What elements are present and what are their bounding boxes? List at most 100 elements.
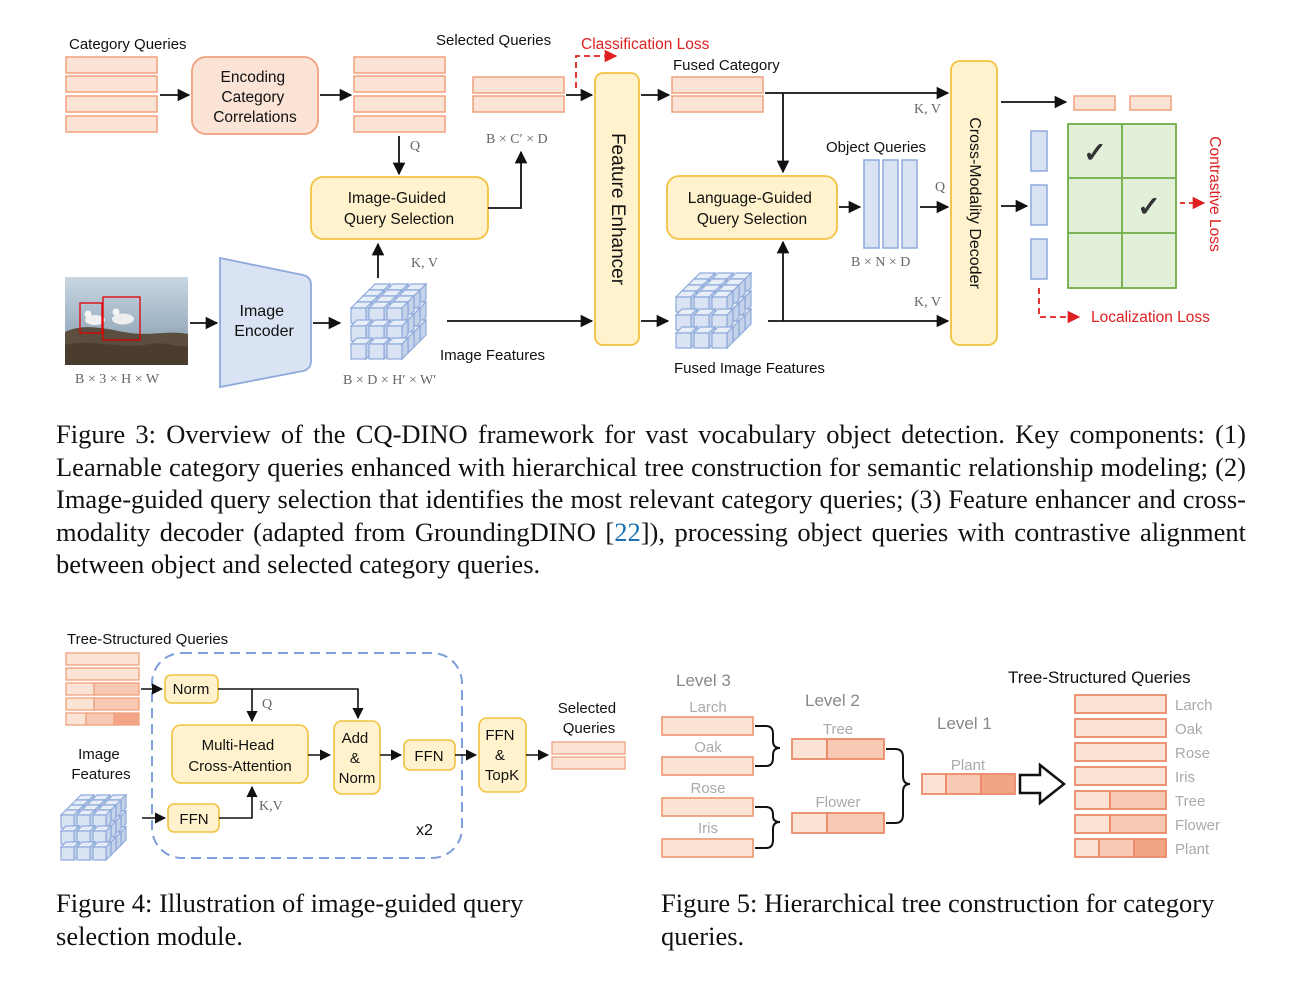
- fused-image-features-label: Fused Image Features: [674, 360, 825, 377]
- kv-label-bottom: K, V: [914, 295, 941, 310]
- image-encoder-box: [219, 256, 312, 389]
- figure4-diagram: Tree-Structured Queries x2 Norm Q Multi-…: [59, 631, 626, 862]
- fig5-flatten-arrow-icon: [1018, 762, 1067, 806]
- fig4-q-label: Q: [262, 697, 272, 712]
- output-object-queries: [1030, 130, 1048, 280]
- fig5-list-item: Rose: [1175, 745, 1210, 762]
- fig4-tree-structured-queries-label: Tree-Structured Queries: [67, 631, 228, 648]
- fig5-plant-node: [921, 773, 1016, 795]
- fig4-mhca-label: Multi-Head Cross-Attention: [188, 737, 291, 775]
- fig4-ffn-label: FFN: [414, 748, 443, 765]
- figure3-caption: Figure 3: Overview of the CQ-DINO framew…: [56, 418, 1246, 581]
- language-guided-query-selection-box: [666, 175, 838, 240]
- fig5-rose-label: Rose: [690, 780, 725, 797]
- bnd-label: B × N × D: [851, 255, 910, 270]
- fig4-tree-queries-stack: [65, 652, 140, 726]
- cross-modality-decoder-box: [950, 60, 998, 346]
- image-features-cubes: [349, 282, 428, 361]
- figure3-caption-text: Overview of the CQ-DINO framework for va…: [56, 419, 1246, 547]
- object-queries-label: Object Queries: [826, 139, 926, 156]
- input-dims-label: B × 3 × H × W: [75, 372, 160, 387]
- fig4-repeat-label: x2: [416, 822, 433, 839]
- fig4-norm-label: Norm: [173, 681, 210, 698]
- encoding-label: Encoding Category Correlations: [213, 69, 297, 126]
- fig5-list-item: Plant: [1175, 841, 1210, 858]
- encoding-category-correlations-box: [191, 56, 319, 135]
- fused-category-label: Fused Category: [673, 57, 780, 74]
- fig5-rose-node: [661, 797, 754, 817]
- fig4-multihead-cross-attention-box: [171, 724, 309, 784]
- fig4-kv-label: K,V: [259, 799, 283, 814]
- q-label-fig3: Q: [410, 139, 420, 154]
- fig5-level3-label: Level 3: [676, 671, 731, 690]
- fig5-list-item: Iris: [1175, 769, 1195, 786]
- language-guided-label: Language-Guided Query Selection: [688, 190, 816, 228]
- fig4-ffn-topk-label: FFN & TopK: [485, 727, 519, 784]
- category-queries-label: Category Queries: [69, 36, 187, 53]
- q-label-decoder: Q: [935, 180, 945, 195]
- localization-loss-label: Localization Loss: [1091, 309, 1210, 326]
- fig4-add-norm-box: [333, 720, 381, 795]
- feature-enhancer-label: Feature Enhancer: [607, 133, 628, 286]
- contrastive-loss-label: Contrastive Loss: [1206, 136, 1223, 252]
- fig5-flattened-queries: [1074, 694, 1167, 858]
- object-queries-stack: [863, 159, 918, 249]
- fig5-flower-node: [791, 812, 885, 834]
- fused-category-stack: [671, 76, 764, 113]
- fused-image-features-cubes: [674, 271, 753, 350]
- selected-queries-label: Selected Queries: [436, 32, 551, 49]
- fig5-list-item: Tree: [1175, 793, 1205, 810]
- fig4-selected-queries-label: Selected Queries: [558, 700, 621, 737]
- classification-loss-label: Classification Loss: [581, 36, 710, 53]
- figure4-caption: Figure 4: Illustration of image-guided q…: [56, 887, 616, 952]
- fig4-ffn-bottom-label: FFN: [179, 811, 208, 828]
- figure5-caption: Figure 5: Hierarchical tree construction…: [661, 887, 1221, 952]
- output-category-queries: [1073, 95, 1172, 111]
- bcd-label: B × C′ × D: [486, 132, 548, 147]
- figure3-diagram: Category Queries Encoding Category Corre…: [65, 32, 1223, 389]
- fig5-list-item: Flower: [1175, 817, 1220, 834]
- fig5-flower-label: Flower: [815, 794, 860, 811]
- check-mark-2: ✓: [1137, 191, 1160, 222]
- fig5-flattened-labels: Larch Oak Rose Iris Tree Flower Plant: [1175, 697, 1220, 858]
- figure3-caption-tail: ]), processing object queries with contr…: [56, 516, 1247, 580]
- figure3-caption-label: Figure 3:: [56, 419, 157, 449]
- fig5-tree-node: [791, 738, 885, 760]
- fig5-level2-label: Level 2: [805, 691, 860, 710]
- fig5-list-item: Larch: [1175, 697, 1213, 714]
- figure5-caption-text: Hierarchical tree construction for categ…: [661, 888, 1215, 951]
- input-image: [65, 277, 188, 365]
- image-encoder-label: Image Encoder: [234, 303, 294, 340]
- image-guided-label: Image-Guided Query Selection: [344, 190, 454, 228]
- fig5-tree-structured-queries-label: Tree-Structured Queries: [1008, 668, 1191, 687]
- image-guided-query-selection-box: [310, 176, 489, 240]
- kv-label-image: K, V: [411, 256, 438, 271]
- selected-queries-stack: [472, 76, 565, 113]
- fig4-image-features-label: Image Features: [71, 746, 130, 783]
- feature-dims-label: B × D × H′ × W′: [343, 373, 436, 388]
- figure4-caption-text: Illustration of image-guided query selec…: [56, 888, 524, 951]
- fig4-add-norm-label: Add & Norm: [339, 730, 376, 787]
- cross-modality-decoder-label: Cross-Modality Decoder: [966, 117, 983, 289]
- fig5-list-item: Oak: [1175, 721, 1203, 738]
- fig5-larch-node: [661, 716, 754, 736]
- check-mark-1: ✓: [1083, 137, 1106, 168]
- contrastive-matrix: [1067, 123, 1177, 289]
- encoded-queries-stack: [353, 56, 446, 133]
- figure4-caption-label: Figure 4:: [56, 888, 153, 918]
- figure5-caption-label: Figure 5:: [661, 888, 758, 918]
- figure5-diagram: Level 3 Level 2 Level 1 Larch Oak Rose I…: [661, 668, 1220, 858]
- image-features-label: Image Features: [440, 347, 545, 364]
- fig4-selected-queries-stack: [551, 741, 626, 770]
- category-queries-stack: [65, 56, 158, 133]
- fig5-iris-node: [661, 838, 754, 858]
- fig5-level1-label: Level 1: [937, 714, 992, 733]
- fig5-oak-label: Oak: [694, 739, 722, 756]
- citation-link[interactable]: 22: [614, 516, 641, 547]
- fig5-iris-label: Iris: [698, 820, 718, 837]
- feature-enhancer-box: [594, 72, 640, 346]
- fig5-oak-node: [661, 756, 754, 776]
- fig5-tree-label: Tree: [823, 721, 853, 738]
- kv-label-top: K, V: [914, 102, 941, 117]
